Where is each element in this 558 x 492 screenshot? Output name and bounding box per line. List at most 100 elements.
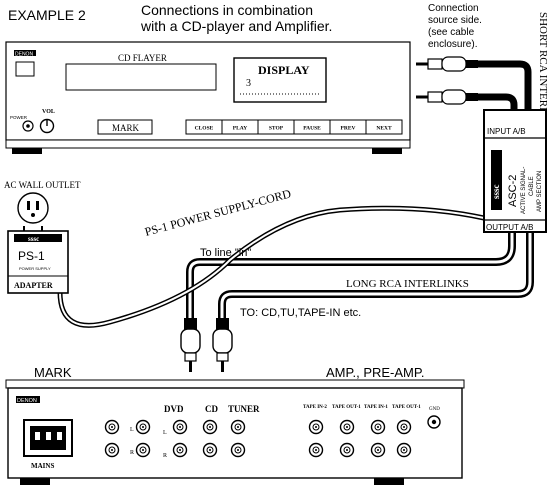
disc-tray[interactable] [65,63,217,91]
rca-jack[interactable] [396,419,412,435]
example-label: EXAMPLE 2 [8,7,86,23]
channel-label: R [163,453,167,459]
title-line-1: Connections in combination [141,2,313,18]
transport-button-close[interactable]: CLOSE [185,119,223,135]
rca-jack[interactable] [308,419,324,435]
rca-plug-left[interactable] [180,318,201,372]
to-line-in-label: To line "in" [200,247,251,259]
asc-brand: sssc [491,184,501,199]
rca-plug-top[interactable] [416,56,478,72]
transport-button-label: PREV [341,126,356,132]
display-label: DISPLAY [258,63,310,77]
display-window [233,57,327,103]
asc-input-label: INPUT A/B [487,127,526,136]
channel-label: R [130,450,134,456]
volume-label: VOL [42,109,55,115]
rca-jack[interactable] [104,442,120,458]
asc-desc-1: ACTIVE SIGNAL- [521,167,527,214]
mains-label: MAINS [31,462,54,470]
amp-brand: DENON [17,398,37,404]
transport-button-stop[interactable]: STOP [257,119,295,135]
adapter-model: PS-1 [18,249,45,263]
transport-button-play[interactable]: PLAY [221,119,259,135]
rca-jack[interactable] [202,442,218,458]
rca-jack[interactable] [172,419,188,435]
transport-button-label: PLAY [233,126,247,132]
source-note-line: source side. [428,15,482,26]
input-group-label: CD [205,404,218,414]
transport-button-prev[interactable]: PREV [329,119,367,135]
adapter-label: ADAPTER [14,281,53,290]
transport-button-pause[interactable]: PAUSE [293,119,331,135]
rca-jack[interactable] [396,442,412,458]
cd-power-switch[interactable] [15,61,35,77]
tape-label: TAPE IN-2 [303,405,327,410]
asc-brand-plate [491,150,502,210]
transport-button-label: NEXT [376,126,392,132]
transport-button-label: STOP [269,126,284,132]
rca-jack[interactable] [230,419,246,435]
rca-jacks [104,419,412,458]
cd-player-foot-left [12,148,42,154]
rca-jack[interactable] [202,419,218,435]
ac-wall-outlet [17,192,49,224]
rca-jack[interactable] [370,442,386,458]
source-note-line: enclosure). [428,39,477,50]
cd-player-foot-right [372,148,402,154]
short-interlinks-label: SHORT RCA INTERLINKS [537,12,549,139]
rca-plug-bottom[interactable] [416,89,478,105]
short-interlink-cable [474,93,518,114]
asc-desc-2: CABLE [529,176,535,196]
cd-brand-badge-bg [14,50,36,56]
rca-jack[interactable] [230,442,246,458]
amplifier: DENON MAINS DVD CD TUNER TAPE IN-2 TAPE … [5,379,465,485]
channel-label: L [163,430,167,436]
input-group-label: DVD [164,404,184,414]
cd-player-name: CD FLAYER [118,53,167,63]
tape-label: TAPE OUT-1 [392,405,421,410]
amp-top-edge [5,379,465,389]
source-note-line: (see cable [428,27,475,38]
cd-player-base [5,139,411,149]
title-line-2: with a CD-player and Amplifier. [140,18,332,34]
amp-rca-plugs [180,318,233,372]
rca-jack[interactable] [370,419,386,435]
rca-jack[interactable] [135,442,151,458]
rca-jack[interactable] [339,419,355,435]
amp-foot-left [20,478,50,485]
rca-jack[interactable] [104,419,120,435]
asc-model: ASC-2 [507,175,519,207]
source-note-line: Connection [428,3,479,14]
adapter-sub: POWER SUPPLY [19,266,51,271]
headphone-jack-center [26,124,30,128]
amp-mark-label: MARK [34,365,72,380]
asc-output-label: OUTPUT A/B [486,223,533,232]
ac-outlet-label: AC WALL OUTLET [4,180,81,190]
transport-button-label: PAUSE [303,126,321,132]
amp-title: AMP., PRE-AMP. [326,365,425,380]
asc-desc-3: AMP SECTION [537,171,543,212]
rca-jack[interactable] [172,442,188,458]
adapter-brand: sssc [28,235,39,243]
asc-2-unit: INPUT A/B OUTPUT A/B sssc ASC-2 ACTIVE S… [483,109,547,233]
rca-jack[interactable] [308,442,324,458]
short-interlink-cable [474,60,532,114]
cables [57,60,534,328]
long-interlink-cable [218,228,534,322]
tape-label: TAPE IN-1 [364,405,388,410]
rca-jack[interactable] [135,419,151,435]
rca-plug-right[interactable] [212,318,233,372]
gnd-label: GND [429,407,440,412]
transport-button-label: CLOSE [195,126,214,132]
channel-label: L [130,427,134,433]
power-label: POWER [10,115,28,120]
transport-button-next[interactable]: NEXT [365,119,403,135]
long-interlink-cable [186,228,516,322]
rca-jack[interactable] [339,442,355,458]
to-inputs-label: TO: CD,TU,TAPE-IN etc. [240,307,361,319]
cd-brand-badge: DENON [15,52,33,58]
cd-player: DENON CD FLAYER DISPLAY 3 POWER VOL MARK… [5,41,411,154]
tape-label: TAPE OUT-1 [332,405,361,410]
